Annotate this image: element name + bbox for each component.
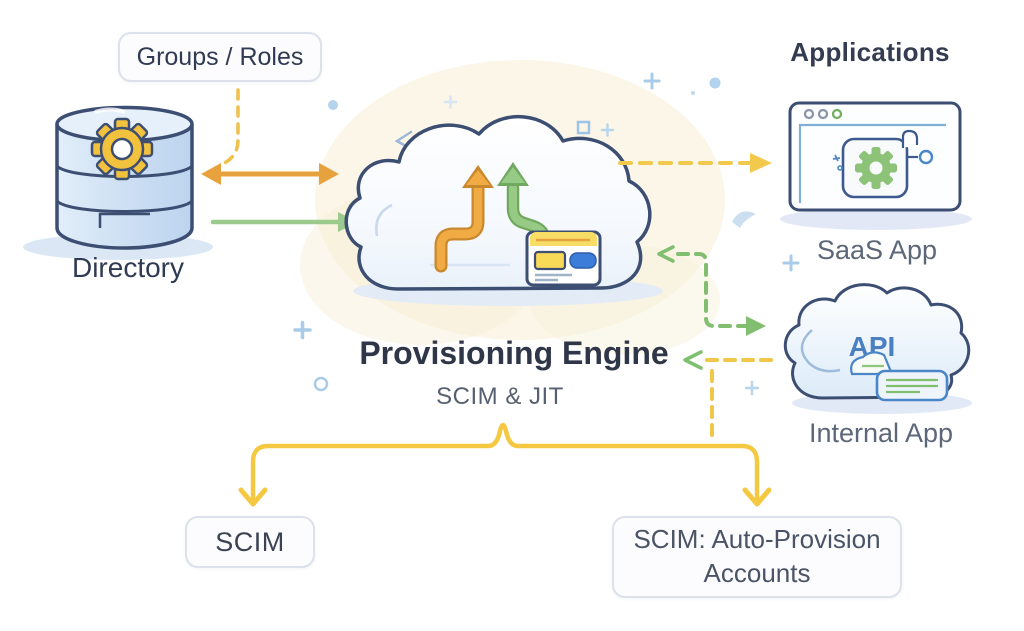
groups-roles-dashed-connector (218, 88, 240, 167)
saas-gear-icon (855, 147, 897, 189)
engine-to-saas-arrow (618, 153, 772, 173)
scim-box: SCIM (185, 516, 315, 568)
auto-provision-line1: SCIM: Auto-Provision (633, 524, 881, 555)
directory-gear-icon (90, 117, 154, 181)
sync-arrow (201, 163, 339, 185)
auto-provision-line2: Accounts (703, 558, 811, 588)
directory-database-icon (55, 105, 194, 250)
directory-label: Directory (71, 252, 184, 283)
auto-provision-box: SCIM: Auto-Provision Accounts (612, 516, 902, 598)
engine-title: Provisioning Engine (359, 335, 669, 371)
internal-app-icon: API (783, 283, 971, 402)
scim-label: SCIM (215, 526, 285, 557)
groups-roles-label: Groups / Roles (136, 42, 304, 71)
internal-feedback-arrow (683, 350, 774, 439)
orange-flow-arrow (434, 165, 494, 273)
groups-roles-box: Groups / Roles (118, 32, 322, 82)
engine-branch-arrows (238, 422, 772, 507)
account-card-icon (525, 230, 602, 287)
saas-app-label: SaaS App (816, 235, 938, 265)
internal-app-label: Internal App (808, 418, 954, 448)
internal-receipt-icon (850, 351, 949, 402)
engine-to-internal-arrow (657, 245, 766, 336)
saas-app-icon (788, 101, 962, 212)
applications-heading: Applications (790, 37, 950, 67)
engine-subtitle: SCIM & JIT (436, 383, 564, 410)
decor-sprinkles (293, 72, 800, 396)
engine-cloud-icon (344, 114, 652, 291)
